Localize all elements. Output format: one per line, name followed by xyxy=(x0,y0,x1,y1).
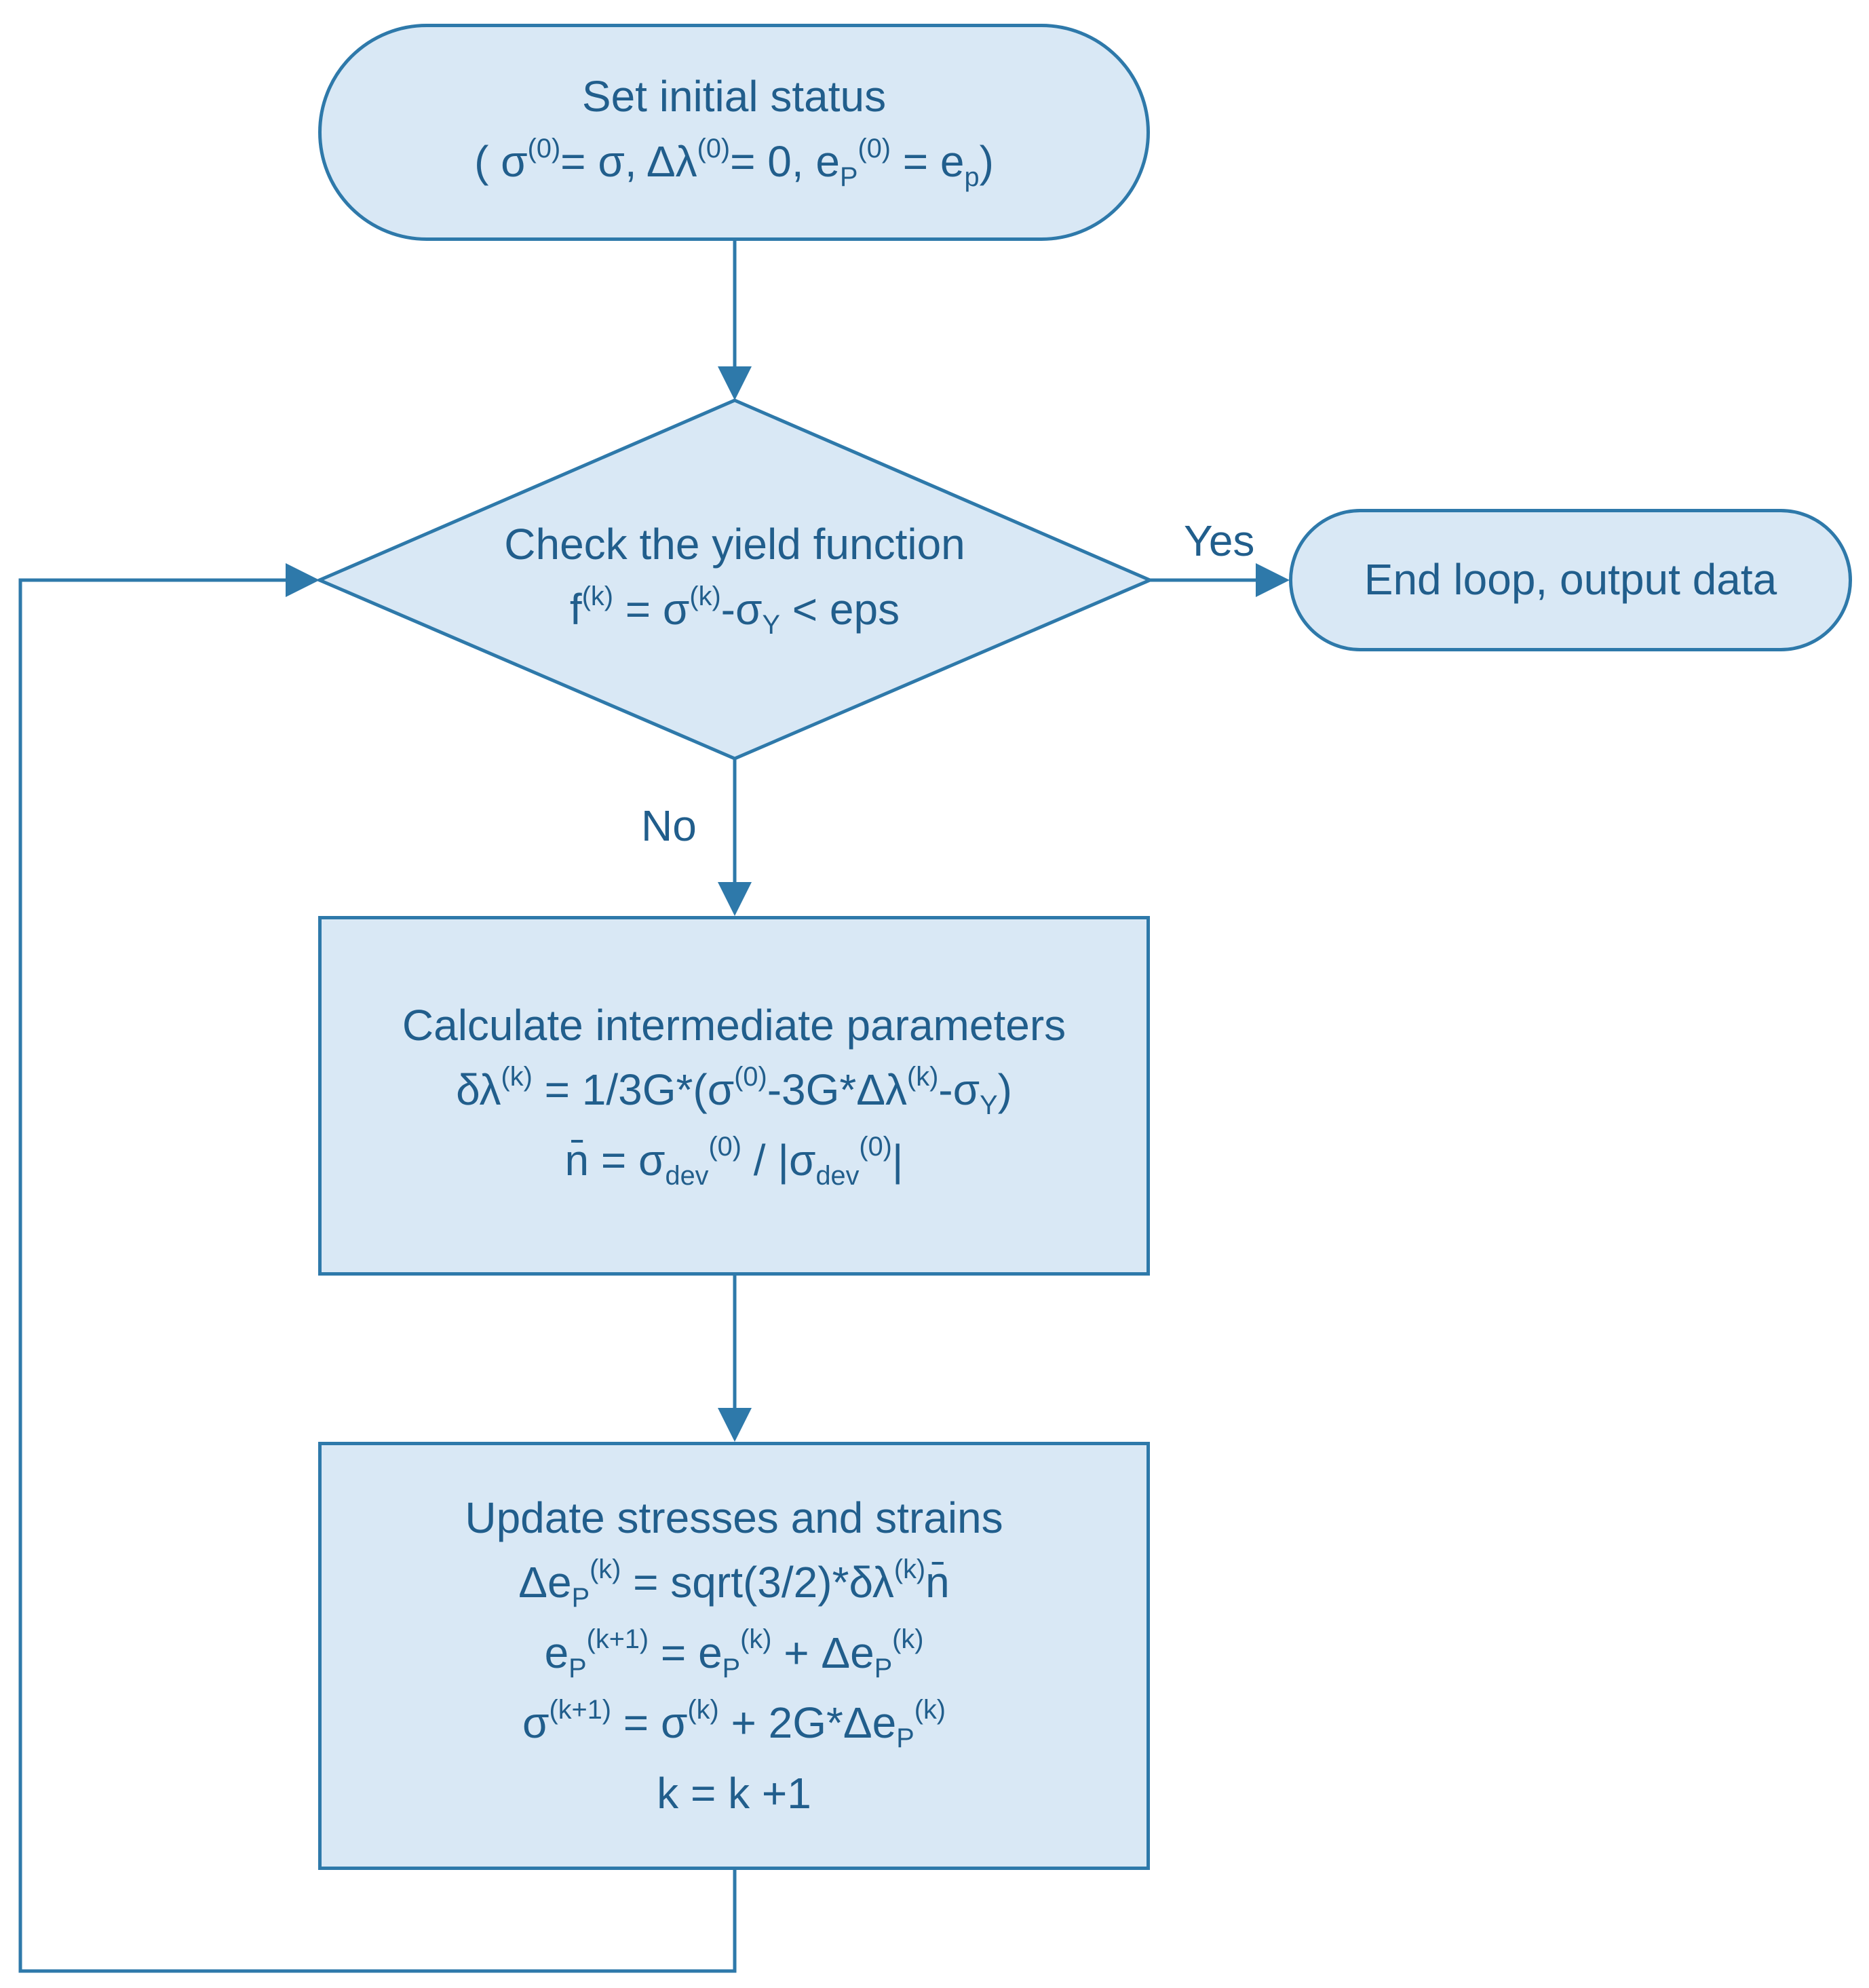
decision-text: Check the yield function f(k) = σ(k)-σY … xyxy=(407,489,1062,672)
calc-equation-1: δλ(k) = 1/3G*(σ(0)-3G*Δλ(k)-σY) xyxy=(456,1061,1012,1120)
update-equation-2: eP(k+1) = eP(k) + ΔeP(k) xyxy=(544,1624,924,1683)
calc-node: Calculate intermediate parameters δλ(k) … xyxy=(318,916,1150,1276)
yes-label: Yes xyxy=(1184,516,1255,565)
no-label: No xyxy=(641,801,697,850)
calc-title: Calculate intermediate parameters xyxy=(402,1000,1066,1050)
update-equation-1: ΔeP(k) = sqrt(3/2)*δλ(k)n̄ xyxy=(518,1554,950,1613)
end-label: End loop, output data xyxy=(1364,555,1777,605)
start-title: Set initial status xyxy=(581,72,887,121)
update-equation-4: k = k +1 xyxy=(657,1768,811,1818)
decision-title: Check the yield function xyxy=(504,520,965,569)
start-node: Set initial status ( σ(0)= σ, Δλ(0)= 0, … xyxy=(318,24,1150,241)
update-node: Update stresses and strains ΔeP(k) = sqr… xyxy=(318,1442,1150,1870)
arrow-loop-back xyxy=(18,563,737,1973)
end-node: End loop, output data xyxy=(1289,509,1852,651)
start-equation: ( σ(0)= σ, Δλ(0)= 0, eP(0) = ep) xyxy=(474,133,994,192)
update-equation-3: σ(k+1) = σ(k) + 2G*ΔeP(k) xyxy=(522,1695,946,1754)
update-title: Update stresses and strains xyxy=(465,1493,1003,1542)
decision-equation: f(k) = σ(k)-σY < eps xyxy=(569,581,900,640)
calc-equation-2: n̄ = σdev(0) / |σdev(0)| xyxy=(564,1132,904,1191)
